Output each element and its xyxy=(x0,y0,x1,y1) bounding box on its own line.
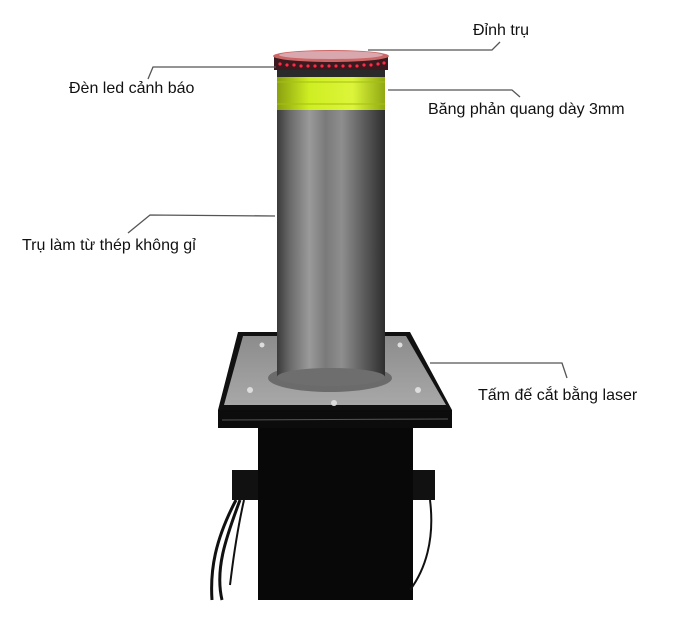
label-led: Đèn led cảnh báo xyxy=(69,80,195,97)
leader-base xyxy=(430,362,568,379)
label-top: Đỉnh trụ xyxy=(473,22,530,39)
leader-led xyxy=(147,66,276,80)
steel-post xyxy=(277,85,385,386)
led-ring xyxy=(278,61,386,68)
label-reflective-band: Băng phản quang dày 3mm xyxy=(428,101,625,118)
leader-lines xyxy=(127,41,568,379)
label-base-plate: Tấm đế cắt bằng laser xyxy=(478,387,638,404)
bollard-top xyxy=(273,50,389,70)
leader-post xyxy=(127,214,276,234)
label-steel-post: Trụ làm từ thép không gỉ xyxy=(22,237,196,254)
base-box xyxy=(210,425,435,601)
leader-reflective xyxy=(388,89,521,98)
reflective-band xyxy=(277,70,385,110)
leader-top xyxy=(368,41,501,51)
